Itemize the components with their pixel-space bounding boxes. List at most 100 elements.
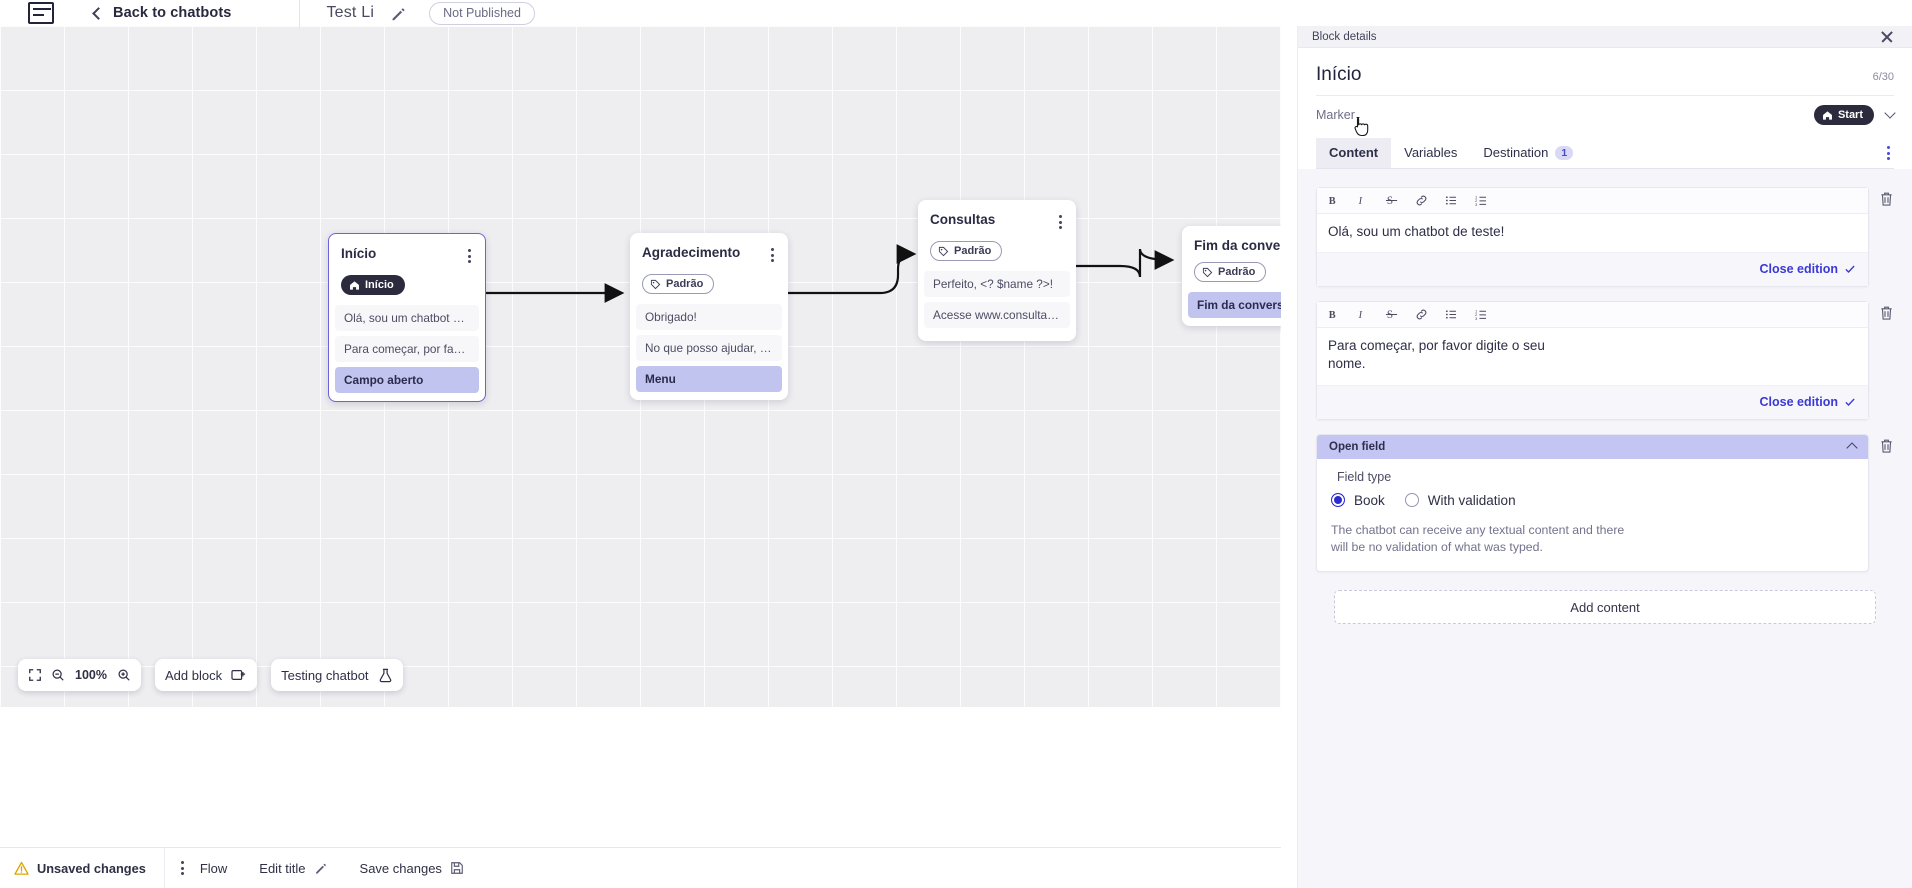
home-icon [1822, 110, 1832, 120]
svg-text:1: 1 [1475, 309, 1478, 314]
zoom-out-icon[interactable] [51, 668, 65, 682]
tab-variables-label: Variables [1404, 145, 1458, 160]
more-options-icon[interactable] [769, 245, 776, 265]
editor-text[interactable]: Para começar, por favor digite o seu nom… [1328, 338, 1545, 372]
radio-with-validation[interactable] [1404, 493, 1419, 508]
status-badge: Not Published [429, 1, 535, 25]
more-options-icon[interactable] [1887, 146, 1894, 160]
block-details-title: Block details [1312, 30, 1377, 43]
bottom-divider [163, 847, 165, 888]
radio-option-book[interactable]: Book [1331, 493, 1385, 508]
flow-node-fim-da-conversa[interactable]: Fim da conversa Padrão Fim da conversa [1182, 226, 1281, 326]
node-tag-row: Padrão [918, 232, 1076, 262]
marker-label: Marker [1316, 108, 1355, 122]
node-row[interactable]: Perfeito, <? $name ?>! [924, 270, 1070, 297]
flow-node-consultas[interactable]: Consultas Padrão Perfeito, <? $name ?>! … [918, 200, 1076, 341]
node-row[interactable]: Olá, sou um chatbot de teste! [335, 304, 479, 331]
italic-icon[interactable]: I [1356, 194, 1368, 207]
svg-text:I: I [1358, 310, 1363, 321]
flow-button[interactable]: Flow [200, 861, 227, 876]
more-options-icon[interactable] [466, 246, 473, 266]
zoom-in-icon[interactable] [117, 668, 131, 682]
tab-content[interactable]: Content [1316, 138, 1392, 168]
open-field-header[interactable]: Open field [1317, 434, 1868, 459]
tab-destination-label: Destination [1483, 145, 1549, 160]
edit-title-button[interactable]: Edit title [259, 861, 327, 876]
node-row[interactable]: Menu [636, 365, 782, 392]
bold-icon[interactable]: B [1327, 194, 1339, 207]
testing-chatbot-button[interactable]: Testing chatbot [271, 659, 403, 691]
strikethrough-icon[interactable]: S [1385, 308, 1398, 321]
node-row[interactable]: No que posso ajudar, <? $name ... [636, 334, 782, 361]
strikethrough-icon[interactable]: S [1385, 194, 1398, 207]
save-changes-button[interactable]: Save changes [360, 861, 464, 876]
tab-destination[interactable]: Destination 1 [1470, 138, 1586, 168]
radio-book[interactable] [1331, 493, 1345, 508]
close-edition-button[interactable]: Close edition [1760, 262, 1856, 276]
svg-text:2: 2 [1475, 312, 1478, 317]
bullet-list-icon[interactable] [1445, 308, 1458, 321]
marker-badge: Start [1813, 105, 1874, 125]
close-icon[interactable] [1880, 30, 1894, 44]
svg-text:B: B [1329, 196, 1336, 207]
node-header: Início [329, 244, 485, 266]
marker-control[interactable]: Start [1813, 105, 1896, 125]
zoom-controls: 100% [18, 659, 141, 691]
tab-variables[interactable]: Variables [1391, 138, 1470, 168]
link-icon[interactable] [1415, 194, 1428, 207]
node-title: Início [341, 246, 377, 261]
bullet-list-icon[interactable] [1445, 194, 1458, 207]
back-to-chatbots-button[interactable]: Back to chatbots [92, 5, 231, 21]
radio-option-with-validation[interactable]: With validation [1404, 492, 1516, 508]
trash-icon[interactable] [1879, 187, 1894, 212]
close-edition-button[interactable]: Close edition [1760, 395, 1856, 409]
fit-screen-icon[interactable] [28, 668, 42, 682]
radio-with-validation-label: With validation [1427, 492, 1516, 508]
add-block-button[interactable]: Add block [155, 659, 258, 691]
more-options-icon[interactable] [180, 861, 184, 875]
node-tag-row: Início [329, 266, 485, 296]
pencil-icon[interactable] [390, 5, 407, 22]
flow-node-agradecimento[interactable]: Agradecimento Padrão Obrigado! No que po… [630, 233, 788, 400]
trash-icon[interactable] [1879, 301, 1894, 326]
node-row[interactable]: Obrigado! [636, 303, 782, 330]
node-row[interactable]: Campo aberto [335, 366, 479, 393]
open-field-block: Open field Field type Book [1316, 433, 1894, 573]
add-content-button[interactable]: Add content [1334, 590, 1876, 625]
more-options-icon[interactable] [1057, 212, 1064, 232]
svg-text:S: S [1387, 309, 1393, 321]
italic-icon[interactable]: I [1356, 308, 1368, 321]
unsaved-changes-indicator: Unsaved changes [14, 861, 146, 876]
check-icon [1845, 265, 1855, 274]
node-row[interactable]: Para começar, por favor digite o ... [335, 335, 479, 362]
link-icon[interactable] [1415, 308, 1428, 321]
open-field-title: Open field [1329, 440, 1386, 453]
page-title: Início [1316, 64, 1362, 85]
node-tag-row: Padrão [1182, 253, 1281, 283]
node-row[interactable]: Fim da conversa [1188, 291, 1281, 318]
canvas-toolbar: 100% Add block Testing chatbot [18, 659, 403, 691]
edit-title-label: Edit title [259, 860, 306, 876]
zoom-level: 100% [75, 668, 107, 682]
chevron-up-icon[interactable] [1846, 442, 1858, 454]
flow-canvas[interactable]: Início Início Olá, sou um chatbot de tes… [0, 26, 1281, 707]
node-rows: Obrigado! No que posso ajudar, <? $name … [630, 303, 788, 392]
app-logo-icon[interactable] [24, 0, 58, 26]
content-tabs: Content Variables Destination 1 [1316, 138, 1894, 169]
radio-book-label: Book [1354, 492, 1385, 508]
editor-text[interactable]: Olá, sou um chatbot de teste! [1328, 224, 1505, 239]
node-tag-label: Padrão [666, 278, 704, 290]
flow-node-inicio[interactable]: Início Início Olá, sou um chatbot de tes… [328, 233, 486, 402]
chevron-down-icon[interactable] [1884, 107, 1896, 119]
bold-icon[interactable]: B [1327, 308, 1339, 321]
save-icon [451, 862, 463, 874]
trash-icon[interactable] [1879, 434, 1894, 459]
node-row[interactable]: Acesse www.consultas.com par... [924, 301, 1070, 328]
